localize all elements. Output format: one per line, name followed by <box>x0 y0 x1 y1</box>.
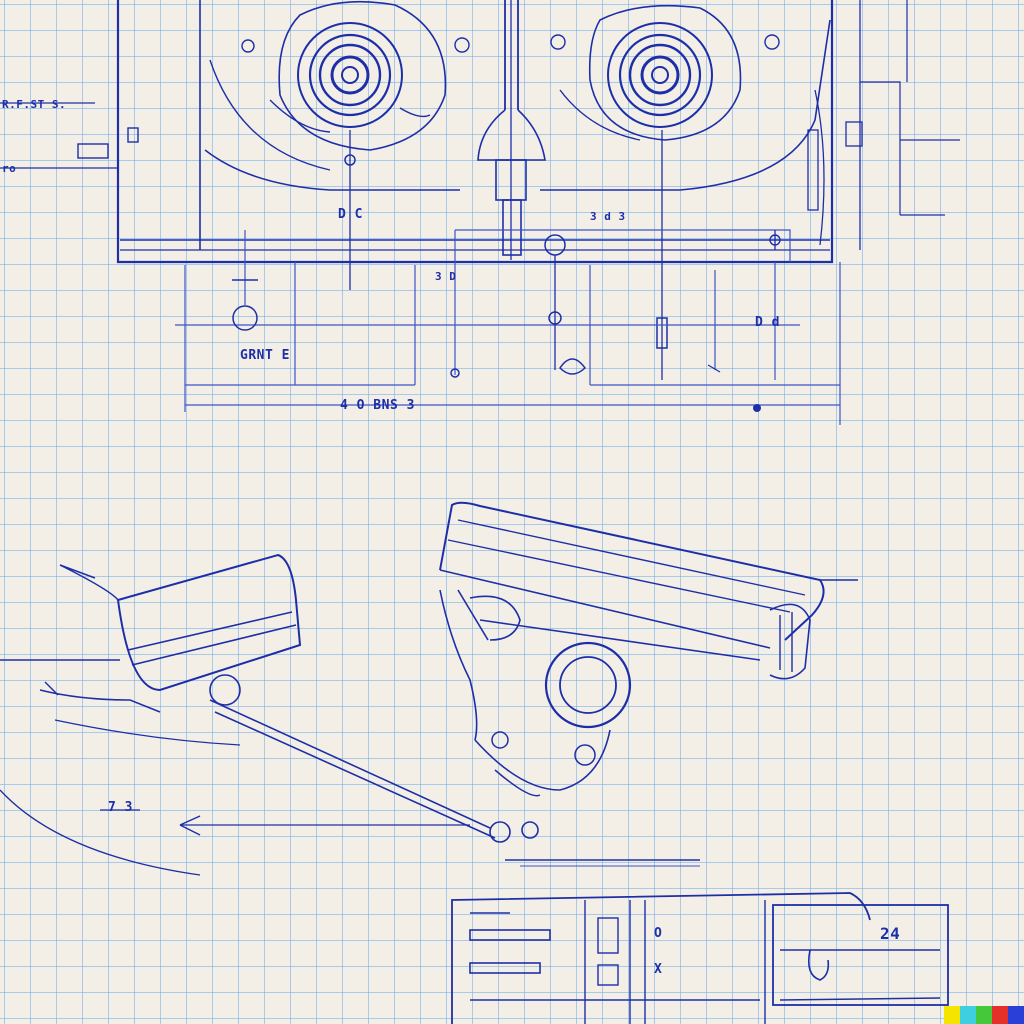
left-wheel-mechanism <box>241 0 470 290</box>
lower-left-callout: 7 3 <box>108 800 133 815</box>
center-stem <box>477 0 546 260</box>
top-assembly-view <box>0 0 960 425</box>
left-note: GRNT E <box>240 348 290 363</box>
title-block-right-label: 24 <box>880 924 901 943</box>
swatch-red <box>992 1006 1008 1024</box>
lower-left-component <box>0 553 700 876</box>
title-block <box>451 892 949 1024</box>
right-dimension: D d <box>755 315 780 330</box>
bottom-dimension: 4 O BNS 3 <box>340 398 415 413</box>
title-block-mid-2: X <box>654 962 663 977</box>
swatch-cyan <box>960 1006 976 1024</box>
lower-right-component <box>439 501 858 797</box>
right-wheel-mechanism <box>550 4 780 380</box>
color-swatch-strip <box>944 1006 1024 1024</box>
swatch-blue <box>1008 1006 1024 1024</box>
left-callout-mid: ro <box>2 162 17 175</box>
swatch-yellow <box>944 1006 960 1024</box>
right-callout-top: 3 d 3 <box>590 210 626 223</box>
title-block-mid-1: O <box>654 926 663 941</box>
lower-frame-lines <box>175 229 841 425</box>
center-dimension-b: 3 D <box>435 270 457 283</box>
center-dimension-a: D C <box>338 207 363 222</box>
swatch-green <box>976 1006 992 1024</box>
left-callout-top: R.F.ST S. <box>2 98 67 111</box>
